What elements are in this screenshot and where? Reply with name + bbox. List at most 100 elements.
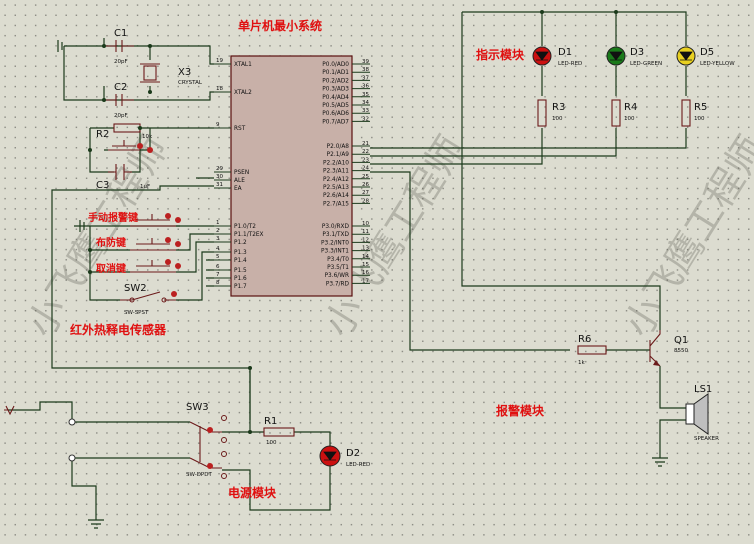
mcu-pin-name: P2.7/A15 bbox=[323, 201, 349, 207]
mcu-pin-name: P0.3/AD3 bbox=[322, 87, 349, 93]
wire-power-in bbox=[8, 401, 104, 529]
switch-sw3[interactable]: SW3 SW-DPDT bbox=[186, 402, 227, 479]
title-infrared: 红外热释电传感器 bbox=[70, 322, 167, 337]
d1-value: LED-RED bbox=[558, 61, 582, 67]
mcu-body[interactable] bbox=[230, 55, 353, 297]
mcu-pin-number: 14 bbox=[362, 254, 369, 260]
mcu-pin-name: ALE bbox=[234, 178, 245, 184]
watermark-right: 小飞鹰工程师 bbox=[615, 128, 754, 345]
button-arm[interactable]: 布防键 bbox=[96, 236, 181, 251]
capacitor-c1[interactable]: C1 20pF bbox=[104, 28, 134, 65]
resistor-r1[interactable]: R1 100 bbox=[263, 416, 295, 446]
mcu-pin-number: 2 bbox=[216, 228, 220, 234]
capacitor-c3[interactable]: C3 1uF bbox=[96, 164, 150, 191]
mcu-pin-name: P3.7/RD bbox=[326, 281, 350, 287]
sw2-ref: SW2 bbox=[124, 283, 147, 294]
mcu-pin-number: 3 bbox=[216, 236, 220, 242]
power-input-terminal[interactable] bbox=[4, 405, 76, 462]
mcu-pin-left: 3P1.2 bbox=[214, 236, 247, 246]
mcu-pin-number: 35 bbox=[362, 92, 369, 98]
mcu-pin-number: 32 bbox=[362, 116, 369, 122]
transistor-q1[interactable]: Q1 8550 bbox=[649, 330, 688, 367]
mcu-pin-left: 7P1.6 bbox=[214, 272, 247, 282]
resistor-r4[interactable]: R4 100 bbox=[611, 99, 637, 127]
mcu-pin-number: 11 bbox=[362, 229, 369, 235]
r2-ref: R2 bbox=[96, 129, 109, 140]
mcu-pin-name: EA bbox=[234, 186, 242, 192]
led-d1[interactable]: D1 LED-RED bbox=[532, 46, 582, 67]
x3-value: CRYSTAL bbox=[178, 80, 203, 86]
junctions bbox=[88, 10, 618, 434]
mcu-pin-number: 5 bbox=[216, 254, 220, 260]
r5-ref: R5 bbox=[694, 102, 707, 113]
mcu-pin-name: P0.0/AD0 bbox=[322, 62, 349, 68]
mcu-pin-name: P3.5/T1 bbox=[327, 265, 349, 271]
reset-button[interactable] bbox=[108, 140, 153, 153]
mcu-pin-number: 39 bbox=[362, 59, 369, 65]
resistor-r3[interactable]: R3 100 bbox=[537, 99, 565, 127]
mcu-pin-name: XTAL2 bbox=[234, 90, 252, 96]
mcu-pin-name: P3.0/RXD bbox=[322, 224, 350, 230]
mcu-pin-name: P1.7 bbox=[234, 284, 247, 290]
speaker-ls1[interactable]: LS1 SPEAKER bbox=[685, 384, 719, 442]
mcu-pin-name: XTAL1 bbox=[234, 62, 252, 68]
mcu-pin-number: 16 bbox=[362, 270, 369, 276]
r6-value: 1k bbox=[578, 360, 585, 366]
ground-symbol-crystal bbox=[57, 40, 63, 52]
sw2-value: SW-SPST bbox=[124, 310, 149, 316]
mcu-left-pins: 19XTAL118XTAL29RST29PSEN30ALE31EA1P1.0/T… bbox=[214, 58, 264, 290]
r5-value: 100 bbox=[694, 116, 705, 122]
mcu-pin-name: P1.4 bbox=[234, 258, 247, 264]
mcu-pin-number: 38 bbox=[362, 67, 369, 73]
r1-value: 100 bbox=[266, 440, 277, 446]
mcu-pin-name: P3.1/TXD bbox=[322, 232, 349, 238]
switch-sw2[interactable]: SW2 SW-SPST bbox=[120, 283, 177, 316]
mcu-pin-number: 10 bbox=[362, 221, 369, 227]
mcu-chip[interactable]: 19XTAL118XTAL29RST29PSEN30ALE31EA1P1.0/T… bbox=[214, 55, 370, 297]
mcu-pin-number: 17 bbox=[362, 278, 369, 284]
mcu-pin-number: 25 bbox=[362, 174, 369, 180]
capacitor-c2[interactable]: C2 20pF bbox=[104, 82, 134, 119]
button-cancel[interactable]: 取消键 bbox=[96, 259, 181, 275]
mcu-pin-name: P0.6/AD6 bbox=[322, 111, 349, 117]
mcu-pin-left: 6P1.5 bbox=[214, 264, 247, 274]
mcu-pin-number: 21 bbox=[362, 141, 369, 147]
button-cancel-label: 取消键 bbox=[96, 262, 127, 275]
r3-ref: R3 bbox=[552, 102, 565, 113]
button-manual-alarm[interactable]: 手动报警键 bbox=[88, 211, 181, 227]
c1-ref: C1 bbox=[114, 28, 127, 39]
resistor-r5[interactable]: R5 100 bbox=[681, 99, 707, 127]
mcu-pin-name: P2.1/A9 bbox=[327, 152, 350, 158]
mcu-pin-name: P2.3/A11 bbox=[323, 169, 349, 175]
d2-ref: D2 bbox=[346, 448, 360, 459]
sw3-value: SW-DPDT bbox=[186, 472, 212, 478]
mcu-pin-number: 33 bbox=[362, 108, 369, 114]
crystal-x3[interactable]: X3 CRYSTAL bbox=[140, 63, 203, 86]
resistor-r6[interactable]: R6 1k bbox=[577, 334, 607, 366]
mcu-pin-number: 12 bbox=[362, 237, 369, 243]
mcu-pin-number: 27 bbox=[362, 190, 369, 196]
led-d2[interactable]: D2 LED-RED bbox=[319, 445, 370, 468]
led-d3[interactable]: D3 LED-GREEN bbox=[606, 46, 662, 67]
mcu-pin-number: 15 bbox=[362, 262, 369, 268]
q1-value: 8550 bbox=[674, 348, 688, 354]
mcu-pin-left: 2P1.1/T2EX bbox=[214, 228, 264, 238]
mcu-pin-name: RST bbox=[234, 126, 246, 132]
mcu-pin-number: 23 bbox=[362, 157, 369, 163]
mcu-pin-name: P0.2/AD2 bbox=[322, 78, 349, 84]
mcu-pin-left: 5P1.4 bbox=[214, 254, 247, 264]
led-d5[interactable]: D5 LED-YELLOW bbox=[676, 46, 735, 67]
